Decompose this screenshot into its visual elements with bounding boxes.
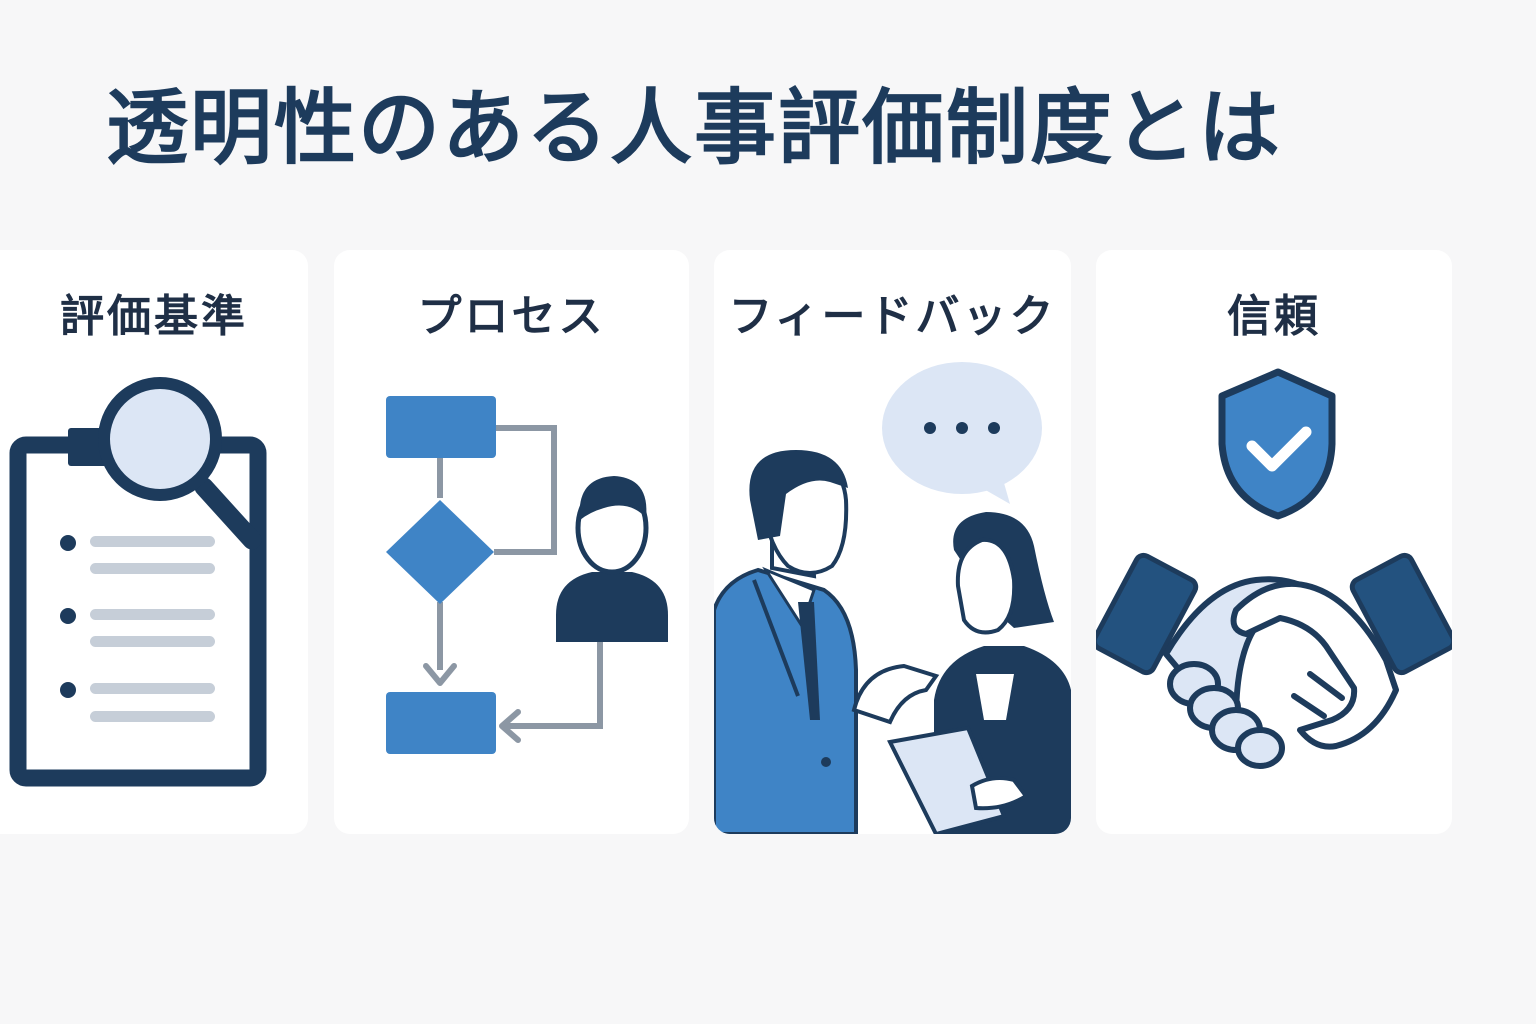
card-title-trust: 信頼	[1227, 291, 1321, 342]
card-evaluation-criteria: 評価基準	[0, 250, 308, 834]
card-title-process: プロセス	[417, 291, 606, 342]
flowchart-person-icon	[386, 396, 668, 754]
card-title-evaluation-criteria: 評価基準	[60, 291, 248, 342]
card-feedback: フィードバック	[714, 250, 1071, 834]
card-trust: 信頼	[1096, 250, 1452, 834]
page-title: 透明性のある人事評価制度とは	[106, 81, 1283, 176]
card-process: プロセス	[334, 250, 689, 834]
conversation-icon	[714, 362, 1071, 834]
card-title-feedback: フィードバック	[728, 291, 1057, 342]
clipboard-magnifier-icon	[9, 377, 267, 787]
shield-handshake-icon	[1096, 368, 1452, 769]
